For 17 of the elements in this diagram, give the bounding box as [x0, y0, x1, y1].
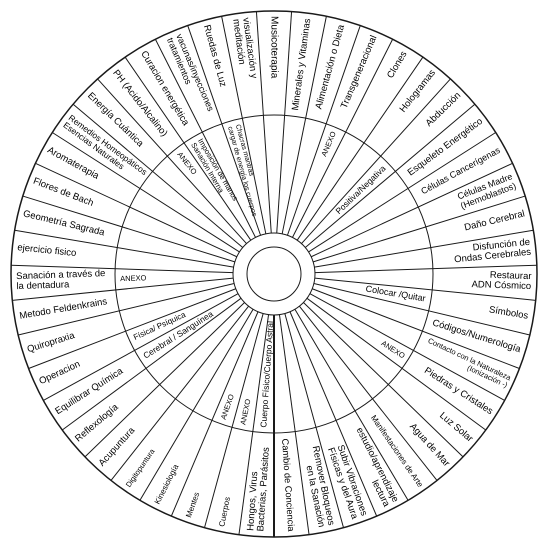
wheel-label: Cambio de Conciencia [280, 438, 296, 532]
wheel-label: visualización y meditación [229, 17, 258, 81]
inner-wheel-label: Cuerpo Físico/Cuerpo Astral [259, 320, 276, 428]
wheel-label: Flores de Bach [31, 176, 95, 210]
wheel-label: Cuerpos [218, 496, 233, 528]
wheel-label: Símbolos [488, 305, 529, 322]
wheel-label: ejercicio fisico [16, 243, 77, 260]
wheel-label: Restaurar ADN Cósmico [471, 270, 532, 293]
inner-wheel-label: Colocar /Quitar [364, 284, 426, 304]
wheel-label: Musicoterapia [268, 16, 280, 78]
wheel-label: Minerales y Vitaminas [291, 18, 314, 112]
wheel-label: Metodo Feldenkrains [18, 297, 108, 322]
wheel-label: Mentes [185, 491, 202, 520]
wheel-label: Disfunción de Ondas Cerebrales [452, 238, 532, 266]
wheel-label: Sanación a través de la dentadura [16, 269, 106, 293]
wheel-label: Hongos, Virus Bacterias, Parásitos [246, 446, 273, 532]
wheel-label: Daño Cerebral [463, 209, 526, 234]
